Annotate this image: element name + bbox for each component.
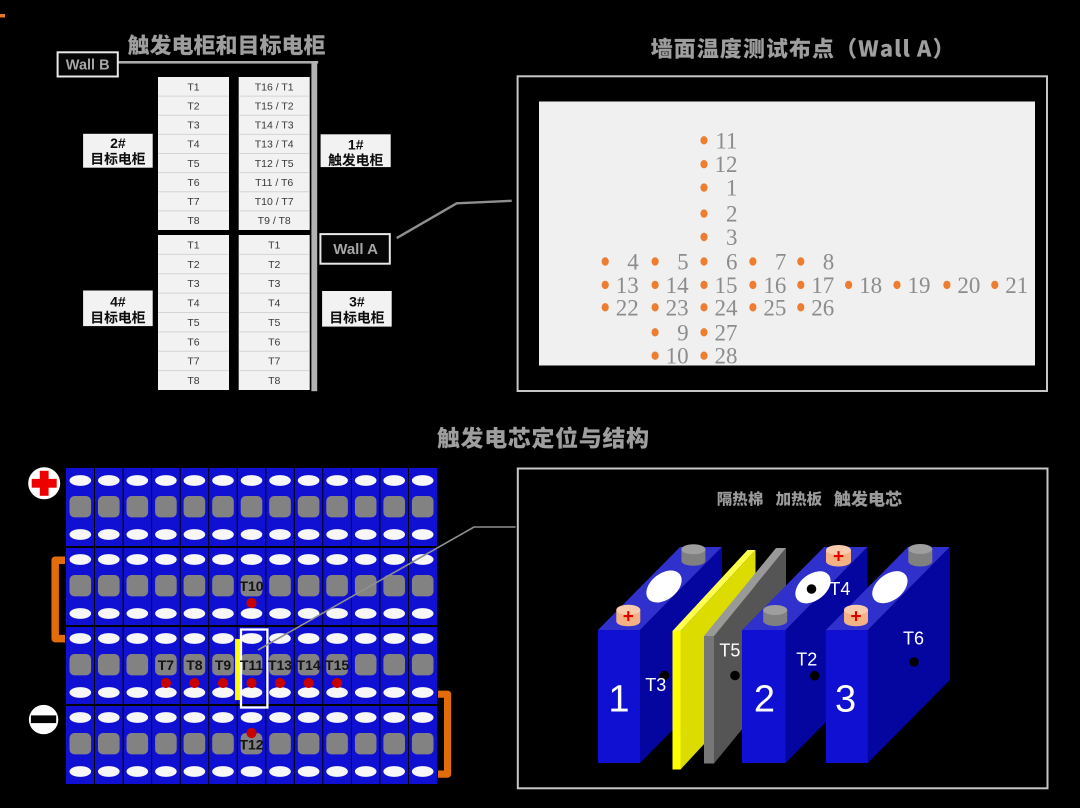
svg-text:2: 2	[726, 202, 738, 227]
svg-text:+: +	[833, 547, 844, 568]
svg-text:T1: T1	[268, 239, 280, 251]
svg-text:T5: T5	[719, 640, 740, 660]
svg-text:T3: T3	[187, 120, 199, 132]
svg-text:4: 4	[627, 250, 639, 275]
svg-text:T13: T13	[268, 657, 292, 673]
svg-text:24: 24	[715, 295, 739, 320]
svg-text:26: 26	[811, 295, 834, 320]
svg-text:T6: T6	[187, 177, 199, 189]
svg-text:T2: T2	[187, 259, 199, 271]
svg-text:19: 19	[908, 273, 931, 298]
svg-text:13: 13	[616, 273, 639, 298]
svg-text:T1: T1	[187, 239, 199, 251]
svg-text:T7: T7	[187, 196, 199, 208]
svg-text:T3: T3	[187, 278, 199, 290]
svg-text:28: 28	[715, 344, 738, 369]
svg-text:3#: 3#	[349, 294, 365, 310]
svg-text:T11: T11	[240, 657, 264, 673]
svg-text:T6: T6	[187, 336, 199, 348]
svg-text:T7: T7	[187, 356, 199, 368]
svg-text:1: 1	[726, 176, 738, 201]
svg-text:15: 15	[715, 273, 738, 298]
svg-text:7: 7	[775, 250, 787, 275]
svg-text:21: 21	[1005, 273, 1028, 298]
svg-text:1: 1	[608, 679, 629, 721]
svg-text:T10: T10	[239, 578, 263, 594]
svg-text:T2: T2	[268, 259, 280, 271]
svg-text:T9: T9	[215, 657, 232, 673]
svg-text:T15 / T2: T15 / T2	[255, 100, 294, 112]
svg-text:20: 20	[957, 273, 980, 298]
svg-text:T15: T15	[325, 657, 349, 673]
svg-text:2#: 2#	[110, 135, 126, 151]
svg-text:2: 2	[754, 679, 775, 721]
svg-text:5: 5	[677, 250, 689, 275]
svg-text:T8: T8	[268, 375, 280, 387]
svg-text:T4: T4	[268, 298, 280, 310]
svg-text:T14 / T3: T14 / T3	[255, 120, 294, 132]
svg-text:T3: T3	[268, 278, 280, 290]
svg-text:16: 16	[763, 273, 786, 298]
svg-text:T5: T5	[187, 317, 199, 329]
svg-text:1#: 1#	[348, 137, 364, 153]
svg-text:12: 12	[715, 152, 738, 177]
svg-text:3: 3	[726, 225, 738, 250]
svg-text:T16 / T1: T16 / T1	[255, 81, 294, 93]
svg-text:3: 3	[835, 679, 856, 721]
svg-text:T2: T2	[796, 650, 817, 670]
svg-text:9: 9	[677, 320, 689, 345]
svg-text:Wall A: Wall A	[333, 241, 378, 258]
svg-text:11: 11	[715, 128, 737, 153]
svg-text:T2: T2	[187, 100, 199, 112]
svg-text:T3: T3	[645, 675, 666, 695]
svg-text:25: 25	[763, 295, 786, 320]
svg-text:T6: T6	[903, 629, 924, 649]
svg-text:14: 14	[666, 273, 690, 298]
svg-text:T10 / T7: T10 / T7	[255, 196, 294, 208]
svg-text:T14: T14	[297, 657, 321, 673]
svg-text:23: 23	[666, 295, 689, 320]
svg-text:6: 6	[726, 250, 738, 275]
svg-text:18: 18	[859, 273, 882, 298]
svg-text:T11 / T6: T11 / T6	[255, 177, 293, 189]
svg-text:T13 / T4: T13 / T4	[255, 139, 294, 151]
svg-text:8: 8	[823, 250, 835, 275]
svg-text:T4: T4	[187, 298, 199, 310]
svg-text:T4: T4	[829, 579, 850, 599]
svg-text:T1: T1	[187, 81, 199, 93]
svg-text:T8: T8	[186, 657, 203, 673]
svg-text:17: 17	[811, 273, 834, 298]
svg-text:+: +	[850, 606, 861, 627]
svg-text:T12: T12	[239, 737, 263, 753]
svg-text:T9 / T8: T9 / T8	[258, 215, 291, 227]
svg-text:27: 27	[715, 320, 738, 345]
svg-text:T6: T6	[268, 336, 280, 348]
svg-text:T7: T7	[268, 356, 280, 368]
svg-text:Wall B: Wall B	[66, 57, 110, 73]
svg-text:T4: T4	[187, 139, 199, 151]
svg-text:T8: T8	[187, 375, 199, 387]
svg-text:T8: T8	[187, 215, 199, 227]
svg-text:T5: T5	[187, 158, 199, 170]
svg-text:T5: T5	[268, 317, 280, 329]
svg-text:T7: T7	[158, 657, 175, 673]
svg-text:T12 / T5: T12 / T5	[255, 158, 294, 170]
svg-text:4#: 4#	[110, 294, 126, 310]
svg-text:22: 22	[616, 295, 639, 320]
svg-text:10: 10	[666, 344, 689, 369]
svg-text:+: +	[623, 606, 634, 627]
